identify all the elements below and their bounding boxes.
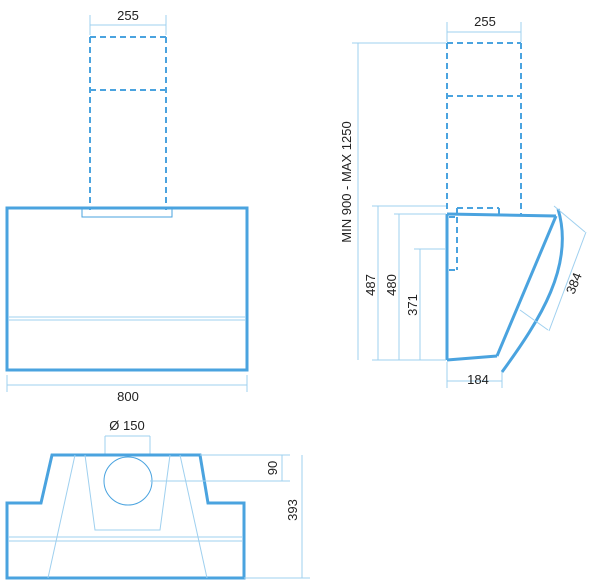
side-chimney-dimension: 255 (446, 14, 522, 42)
side-chimney (446, 42, 522, 271)
side-chimney-width-label: 255 (474, 14, 496, 29)
front-chimney (89, 36, 167, 210)
side-view: 255 384 MIN 900 - MAX 1250 487 4 (339, 14, 587, 388)
side-depth-dimension: 184 (446, 362, 503, 388)
side-height-371-label: 371 (405, 294, 420, 316)
side-height-range-label: MIN 900 - MAX 1250 (339, 121, 354, 242)
front-chimney-width-label: 255 (117, 8, 139, 23)
side-height-487-label: 487 (363, 274, 378, 296)
front-view: 255 800 (5, 8, 249, 404)
side-height-487-dimension: 487 (363, 205, 446, 360)
top-depth-dimension: 393 (244, 455, 310, 579)
side-height-371-dimension: 371 (405, 248, 446, 360)
top-outlet-circle (103, 456, 153, 506)
side-height-480-dimension: 480 (384, 213, 446, 360)
front-chimney-bracket (81, 208, 173, 218)
front-body (5, 206, 249, 372)
top-outlet-dimension: Ø 150 (104, 418, 151, 455)
side-height-480-label: 480 (384, 274, 399, 296)
front-width-dimension: 800 (6, 375, 248, 404)
front-body-width-label: 800 (117, 389, 139, 404)
top-view: Ø 150 90 393 (5, 418, 310, 580)
top-offset-dimension: 90 (150, 454, 290, 482)
top-depth-label: 393 (285, 499, 300, 521)
top-outline (5, 453, 246, 580)
top-outlet-diameter-label: Ø 150 (109, 418, 144, 433)
side-body (445, 212, 558, 362)
side-height-range-dimension: MIN 900 - MAX 1250 (339, 42, 446, 360)
side-panel-length-label: 384 (563, 270, 585, 296)
front-chimney-dimension: 255 (89, 8, 167, 35)
top-offset-label: 90 (265, 461, 280, 475)
side-glass-panel (500, 208, 564, 373)
side-depth-label: 184 (467, 372, 489, 387)
